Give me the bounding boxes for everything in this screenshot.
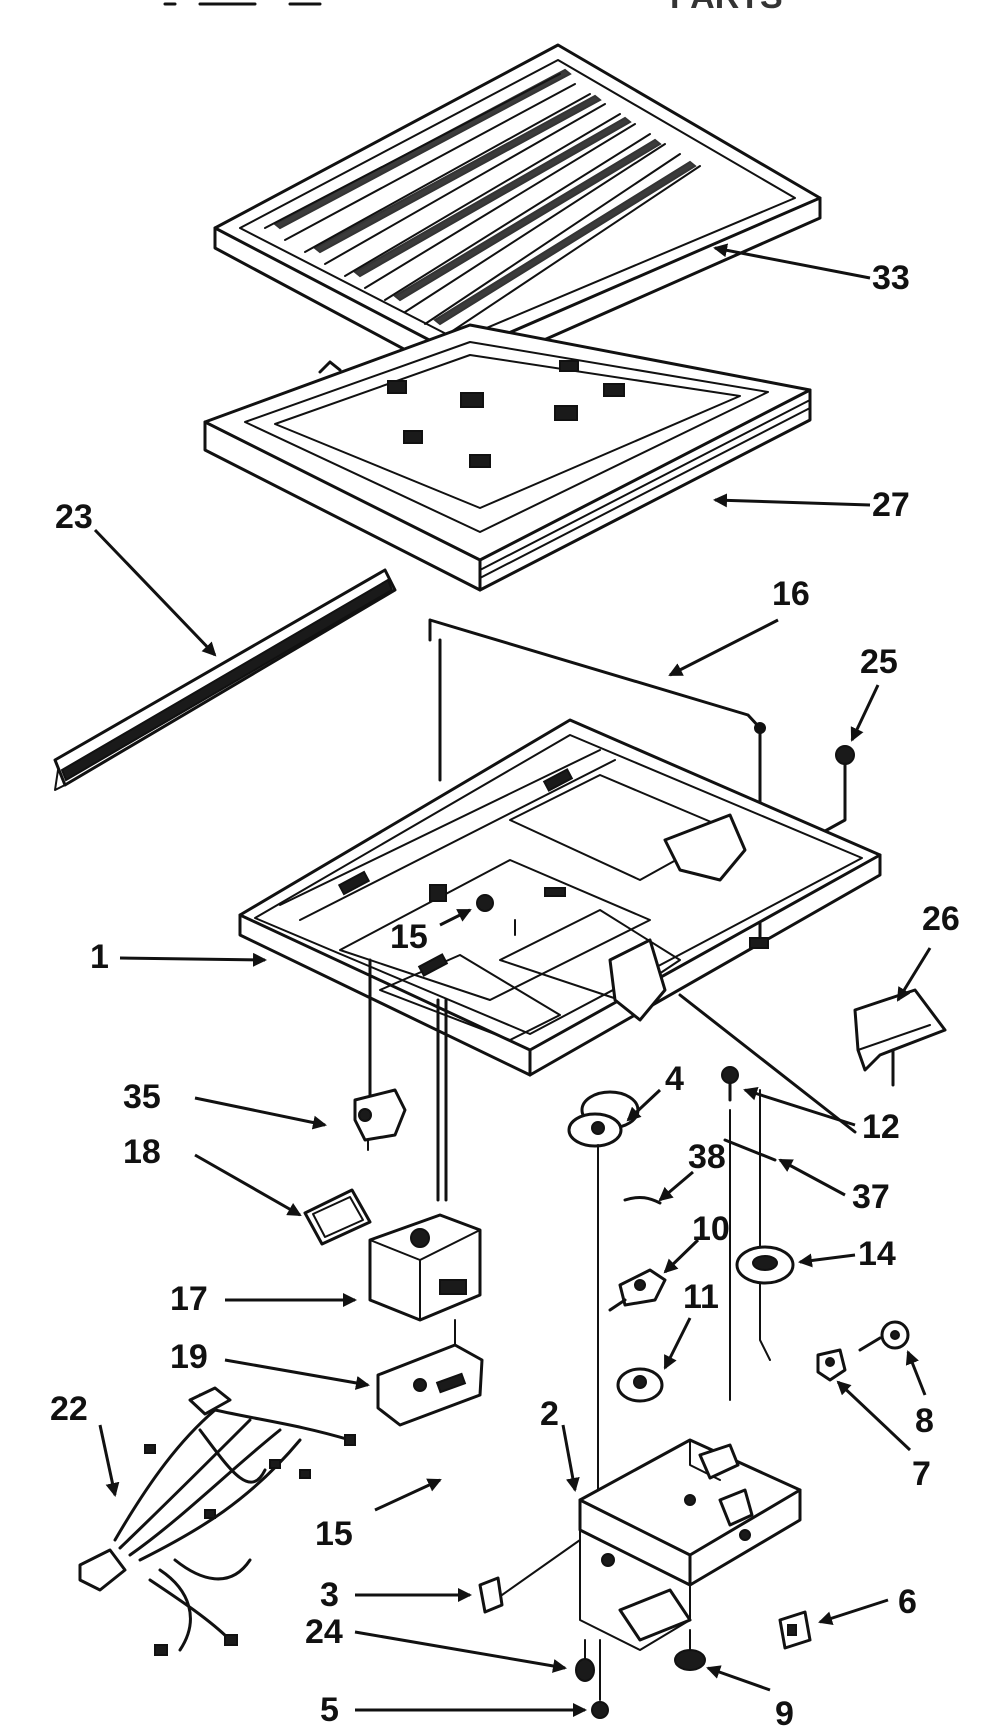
callout-16: 16 [772, 575, 810, 613]
callout-6: 6 [898, 1583, 917, 1621]
callout-33: 33 [872, 259, 910, 297]
callout-8: 8 [915, 1402, 934, 1440]
callout-27: 27 [872, 486, 910, 524]
part-7-cam [816, 1348, 847, 1382]
part-22-wiring-harness [78, 1386, 356, 1656]
callout-23: 23 [55, 498, 93, 536]
callout-11: 11 [683, 1278, 719, 1316]
part-10-thermostat [608, 1268, 667, 1312]
callout-9: 9 [775, 1695, 794, 1733]
header-fragment: PARTS [670, 0, 783, 16]
part-19-light-bracket [376, 1319, 484, 1427]
callout-7: 7 [912, 1455, 931, 1493]
callout-labels: 33 27 23 16 25 15 1 26 35 4 12 18 38 37 … [50, 259, 960, 1733]
part-12-screw [721, 1066, 739, 1401]
callout-10: 10 [692, 1210, 730, 1248]
callout-24: 24 [305, 1613, 343, 1651]
part-2-base-bracket [578, 1438, 802, 1651]
callout-38: 38 [688, 1138, 726, 1176]
part-11-bushing [616, 1367, 664, 1403]
part-35-switch [353, 958, 407, 1151]
callout-22: 22 [50, 1390, 88, 1428]
part-18-plate [303, 1188, 372, 1246]
callout-2: 2 [540, 1395, 559, 1433]
callout-14: 14 [858, 1235, 896, 1273]
callout-35: 35 [123, 1078, 161, 1116]
part-14-damper [735, 1245, 795, 1285]
callout-15-upper: 15 [390, 918, 428, 956]
part-27-frame [203, 323, 812, 592]
part-1-control-tray [238, 718, 882, 1077]
callout-17: 17 [170, 1280, 208, 1318]
part-17-control-housing [368, 998, 482, 1322]
callout-19: 19 [170, 1338, 208, 1376]
leader-lines [93, 243, 932, 1717]
callout-18: 18 [123, 1133, 161, 1171]
callout-3: 3 [320, 1576, 339, 1614]
part-24-screw [575, 1639, 595, 1682]
part-23-gasket-strip [53, 568, 397, 791]
part-5-screw [591, 1639, 609, 1719]
part-3-connector [478, 1539, 581, 1614]
part-8-knob [858, 1320, 910, 1352]
part-9-washer [674, 1629, 706, 1671]
callout-1: 1 [90, 938, 109, 976]
callout-5: 5 [320, 1691, 339, 1729]
part-38-wire-clip [623, 1195, 662, 1205]
callout-25: 25 [860, 643, 898, 681]
callout-4: 4 [665, 1060, 684, 1098]
callout-26: 26 [922, 900, 960, 938]
part-6-connector [778, 1610, 812, 1650]
callout-37: 37 [852, 1178, 890, 1216]
part-37-clip [723, 1089, 777, 1361]
callout-15-lower: 15 [315, 1515, 353, 1553]
part-33-shelf-grille [213, 43, 822, 380]
part-26-bracket [853, 988, 947, 1072]
callout-12: 12 [862, 1108, 900, 1146]
